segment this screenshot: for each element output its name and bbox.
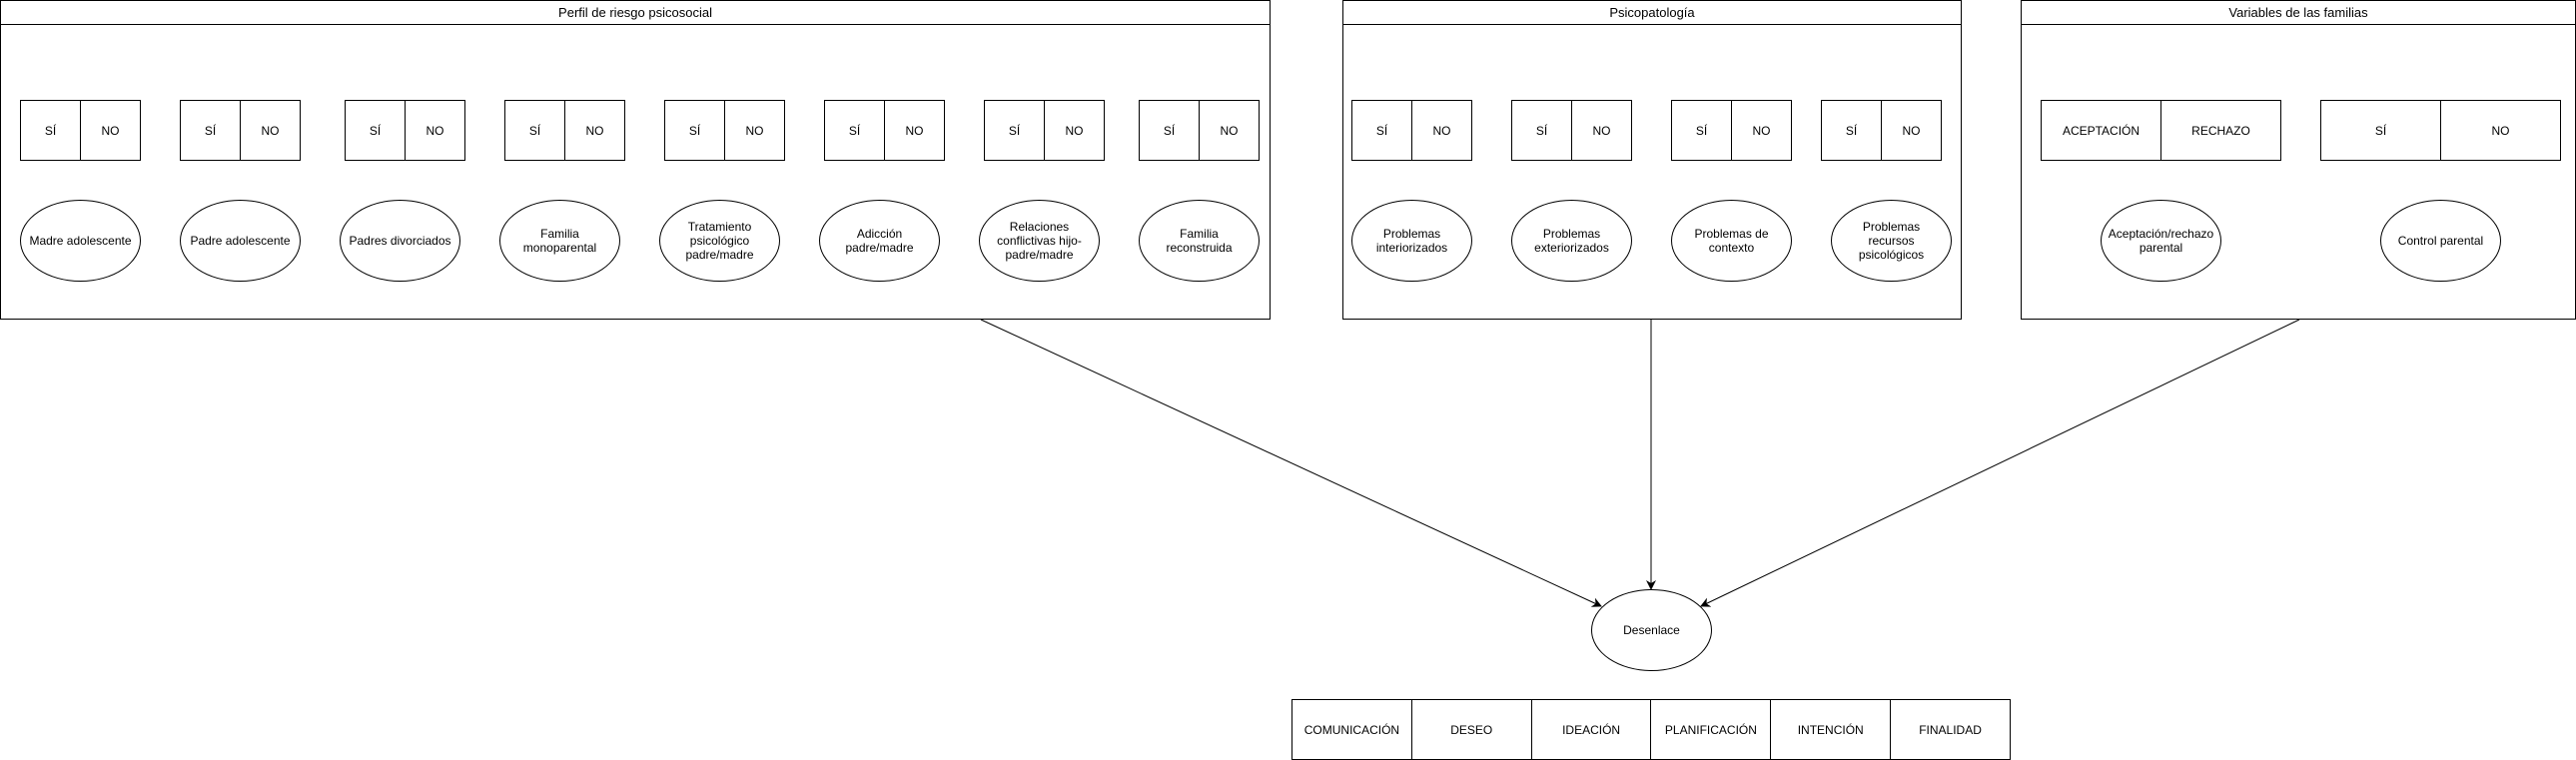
option-si[interactable]: SÍ [2374,123,2387,138]
option-si[interactable]: SÍ [1845,123,1858,138]
stage-intencion[interactable]: INTENCIÓN [1770,700,1890,759]
stage-finalidad[interactable]: FINALIDAD [1890,700,2010,759]
panel-title: Variables de las familias [2022,1,2575,25]
node-problemas-exteriorizados: Problemas exteriorizados [1511,200,1632,282]
option-no[interactable]: NO [240,101,300,160]
node-familia-reconstruida: Familia reconstruida [1139,200,1260,282]
panel-title: Perfil de riesgo psicosocial [1,1,1270,25]
option-no[interactable]: NO [1571,101,1631,160]
node-control-parental: Control parental [2380,200,2501,282]
stage-ideacion[interactable]: IDEACIÓN [1530,700,1651,759]
option-si[interactable]: SÍ [1163,123,1176,138]
option-no[interactable]: NO [564,101,624,160]
option-aceptacion[interactable]: ACEPTACIÓN [2062,123,2141,138]
option-si[interactable]: SÍ [528,123,541,138]
option-no[interactable]: NO [724,101,784,160]
option-si[interactable]: SÍ [848,123,861,138]
arrow-familias-to-desenlace [1700,319,2300,607]
toggle-padre-adolescente[interactable]: SÍ NO [180,100,301,161]
node-padre-adolescente: Padre adolescente [180,200,301,282]
option-rechazo[interactable]: RECHAZO [2160,101,2280,160]
node-tratamiento-psicologico: Tratamiento psicológico padre/madre [659,200,780,282]
toggle-problemas-contexto[interactable]: SÍ NO [1671,100,1792,161]
option-no[interactable]: NO [1044,101,1104,160]
node-problemas-interiorizados: Problemas interiorizados [1351,200,1472,282]
toggle-adiccion[interactable]: SÍ NO [824,100,945,161]
node-adiccion: Adicción padre/madre [819,200,940,282]
node-desenlace: Desenlace [1591,589,1712,671]
node-familia-monoparental: Familia monoparental [499,200,620,282]
outcome-stages-row: COMUNICACIÓN DESEO IDEACIÓN PLANIFICACIÓ… [1291,699,2011,760]
option-no[interactable]: NO [1411,101,1471,160]
toggle-familia-reconstruida[interactable]: SÍ NO [1139,100,1260,161]
node-problemas-recursos: Problemas recursos psicológicos [1831,200,1952,282]
toggle-control-parental[interactable]: SÍ NO [2320,100,2561,161]
toggle-problemas-recursos[interactable]: SÍ NO [1821,100,1942,161]
option-si[interactable]: SÍ [1375,123,1388,138]
option-no[interactable]: NO [884,101,944,160]
option-no[interactable]: NO [80,101,140,160]
option-no[interactable]: NO [1881,101,1941,160]
option-si[interactable]: SÍ [44,123,57,138]
option-si[interactable]: SÍ [204,123,217,138]
toggle-problemas-interiorizados[interactable]: SÍ NO [1351,100,1472,161]
option-no[interactable]: NO [2440,101,2560,160]
option-no[interactable]: NO [1731,101,1791,160]
node-relaciones-conflictivas: Relaciones conflictivas hijo- padre/madr… [979,200,1100,282]
option-si[interactable]: SÍ [1008,123,1021,138]
node-madre-adolescente: Madre adolescente [20,200,141,282]
option-no[interactable]: NO [1199,101,1259,160]
toggle-familia-monoparental[interactable]: SÍ NO [504,100,625,161]
arrow-perfil-to-desenlace [980,319,1602,607]
panel-title: Psicopatología [1343,1,1961,25]
option-si[interactable]: SÍ [369,123,382,138]
stage-comunicacion[interactable]: COMUNICACIÓN [1303,722,1400,737]
node-padres-divorciados: Padres divorciados [340,200,460,282]
stage-planificacion[interactable]: PLANIFICACIÓN [1650,700,1770,759]
node-aceptacion-rechazo-parental: Aceptación/rechazo parental [2101,200,2221,282]
toggle-relaciones-conflictivas[interactable]: SÍ NO [984,100,1105,161]
option-si[interactable]: SÍ [1535,123,1548,138]
option-si[interactable]: SÍ [1695,123,1708,138]
toggle-problemas-exteriorizados[interactable]: SÍ NO [1511,100,1632,161]
toggle-madre-adolescente[interactable]: SÍ NO [20,100,141,161]
option-no[interactable]: NO [405,101,464,160]
option-si[interactable]: SÍ [688,123,701,138]
stage-deseo[interactable]: DESEO [1410,700,1531,759]
toggle-padres-divorciados[interactable]: SÍ NO [345,100,465,161]
toggle-aceptacion-rechazo[interactable]: ACEPTACIÓN RECHAZO [2041,100,2281,161]
toggle-tratamiento-psicologico[interactable]: SÍ NO [664,100,785,161]
node-problemas-contexto: Problemas de contexto [1671,200,1792,282]
